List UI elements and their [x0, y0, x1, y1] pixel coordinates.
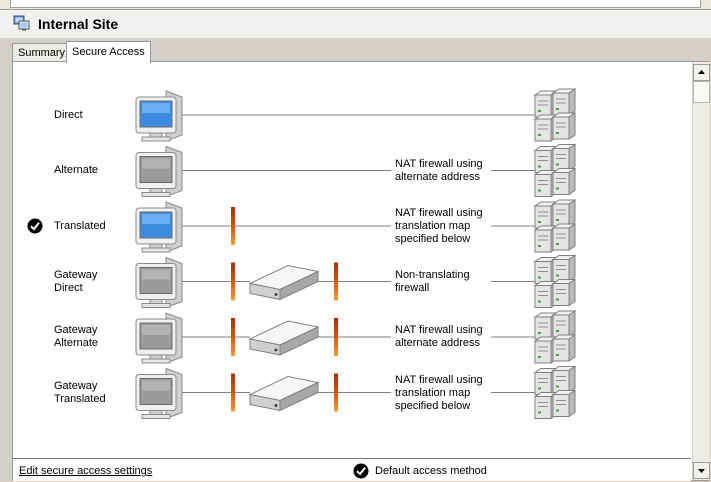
check-circle-icon [353, 463, 369, 482]
access-method-note: NAT firewall using alternate address [395, 157, 483, 183]
access-method-note: NAT firewall using translation map speci… [395, 207, 483, 245]
scroll-thumb[interactable] [693, 81, 710, 103]
firewall-icon [334, 262, 338, 301]
diagram-canvas [27, 88, 577, 420]
edit-secure-access-link[interactable]: Edit secure access settings [19, 465, 153, 477]
computer-icon [135, 145, 183, 198]
tab-secure-access[interactable]: Secure Access [66, 41, 151, 63]
server-cluster-icon [533, 88, 577, 142]
access-method-label[interactable]: Direct [54, 108, 83, 121]
firewall-icon [231, 262, 235, 301]
access-method-label[interactable]: Translated [54, 219, 106, 232]
server-cluster-icon [533, 199, 577, 253]
firewall-icon [231, 207, 235, 245]
access-method-note: Non-translating firewall [395, 268, 470, 294]
firewall-icon [231, 318, 235, 356]
server-cluster-icon [533, 365, 577, 420]
access-method-label[interactable]: Alternate [54, 164, 99, 176]
top-strip [0, 0, 711, 10]
firewall-icon [334, 318, 338, 356]
computer-icon [135, 90, 183, 142]
tab-summary[interactable]: Summary [12, 43, 72, 62]
gateway-router-icon [248, 375, 320, 412]
computer-icon [135, 201, 183, 253]
default-method-legend: Default access method [375, 465, 487, 477]
site-header: Internal Site [0, 10, 711, 38]
access-method-note: NAT firewall using translation map speci… [395, 373, 483, 412]
server-cluster-icon [533, 143, 577, 198]
access-method-label[interactable]: Gateway Alternate [54, 324, 99, 349]
arrow-up-icon [698, 70, 705, 74]
gateway-router-icon [248, 320, 320, 356]
access-method-label[interactable]: Gateway Direct [54, 268, 98, 294]
scroll-down-button[interactable] [693, 462, 710, 479]
access-method-label[interactable]: Gateway Translated [54, 379, 106, 405]
site-icon [13, 15, 31, 34]
access-method-note: NAT firewall using alternate address [395, 324, 483, 349]
panel-footer: Edit secure access settings Default acce… [13, 458, 691, 481]
check-circle-icon [27, 218, 43, 234]
vertical-scrollbar[interactable] [692, 62, 710, 480]
computer-icon [135, 367, 183, 420]
firewall-icon [334, 373, 338, 412]
computer-icon [135, 256, 183, 309]
scroll-up-button[interactable] [693, 64, 710, 81]
arrow-down-icon [698, 469, 705, 473]
computer-icon [135, 312, 183, 364]
server-cluster-icon [533, 254, 577, 309]
server-cluster-icon [533, 310, 577, 364]
firewall-icon [231, 373, 235, 412]
gateway-router-icon [248, 264, 320, 301]
page-title: Internal Site [38, 16, 119, 32]
